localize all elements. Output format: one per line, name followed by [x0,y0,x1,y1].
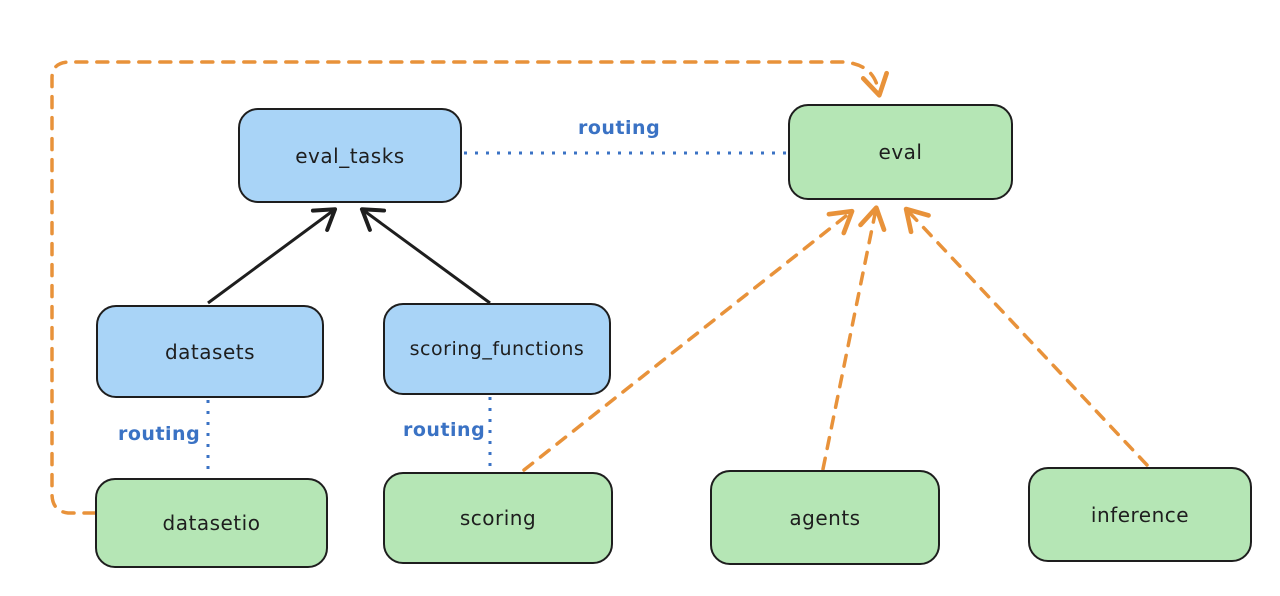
node-datasets-label: datasets [164,339,256,364]
node-scoring-label: scoring [459,506,537,530]
edge-scoring-functions-to-eval-tasks [359,207,491,305]
node-inference: inference [1028,467,1252,562]
node-eval-label: eval [878,140,923,164]
node-scoring-functions-label: scoring_functions [409,338,585,360]
node-eval: eval [788,104,1013,200]
edge-inference-to-eval [903,206,1149,467]
node-datasets: datasets [96,305,324,398]
node-datasetio-label: datasetio [162,511,261,535]
node-agents-label: agents [789,505,861,530]
edge-agents-to-eval [821,205,887,471]
node-eval-tasks: eval_tasks [238,108,462,203]
routing-label-eval-tasks-eval: routing [578,117,661,139]
node-scoring: scoring [383,472,613,564]
routing-label-datasets-datasetio: routing [118,423,201,445]
edge-datasets-to-eval-tasks [207,207,338,305]
routing-label-scoring-functions-scoring: routing [403,419,486,441]
node-datasetio: datasetio [95,478,328,568]
node-eval-tasks-label: eval_tasks [295,143,405,168]
node-scoring-functions: scoring_functions [383,303,611,395]
node-inference-label: inference [1090,502,1190,527]
node-agents: agents [710,470,940,565]
edge-datasetio-to-eval [50,60,889,515]
